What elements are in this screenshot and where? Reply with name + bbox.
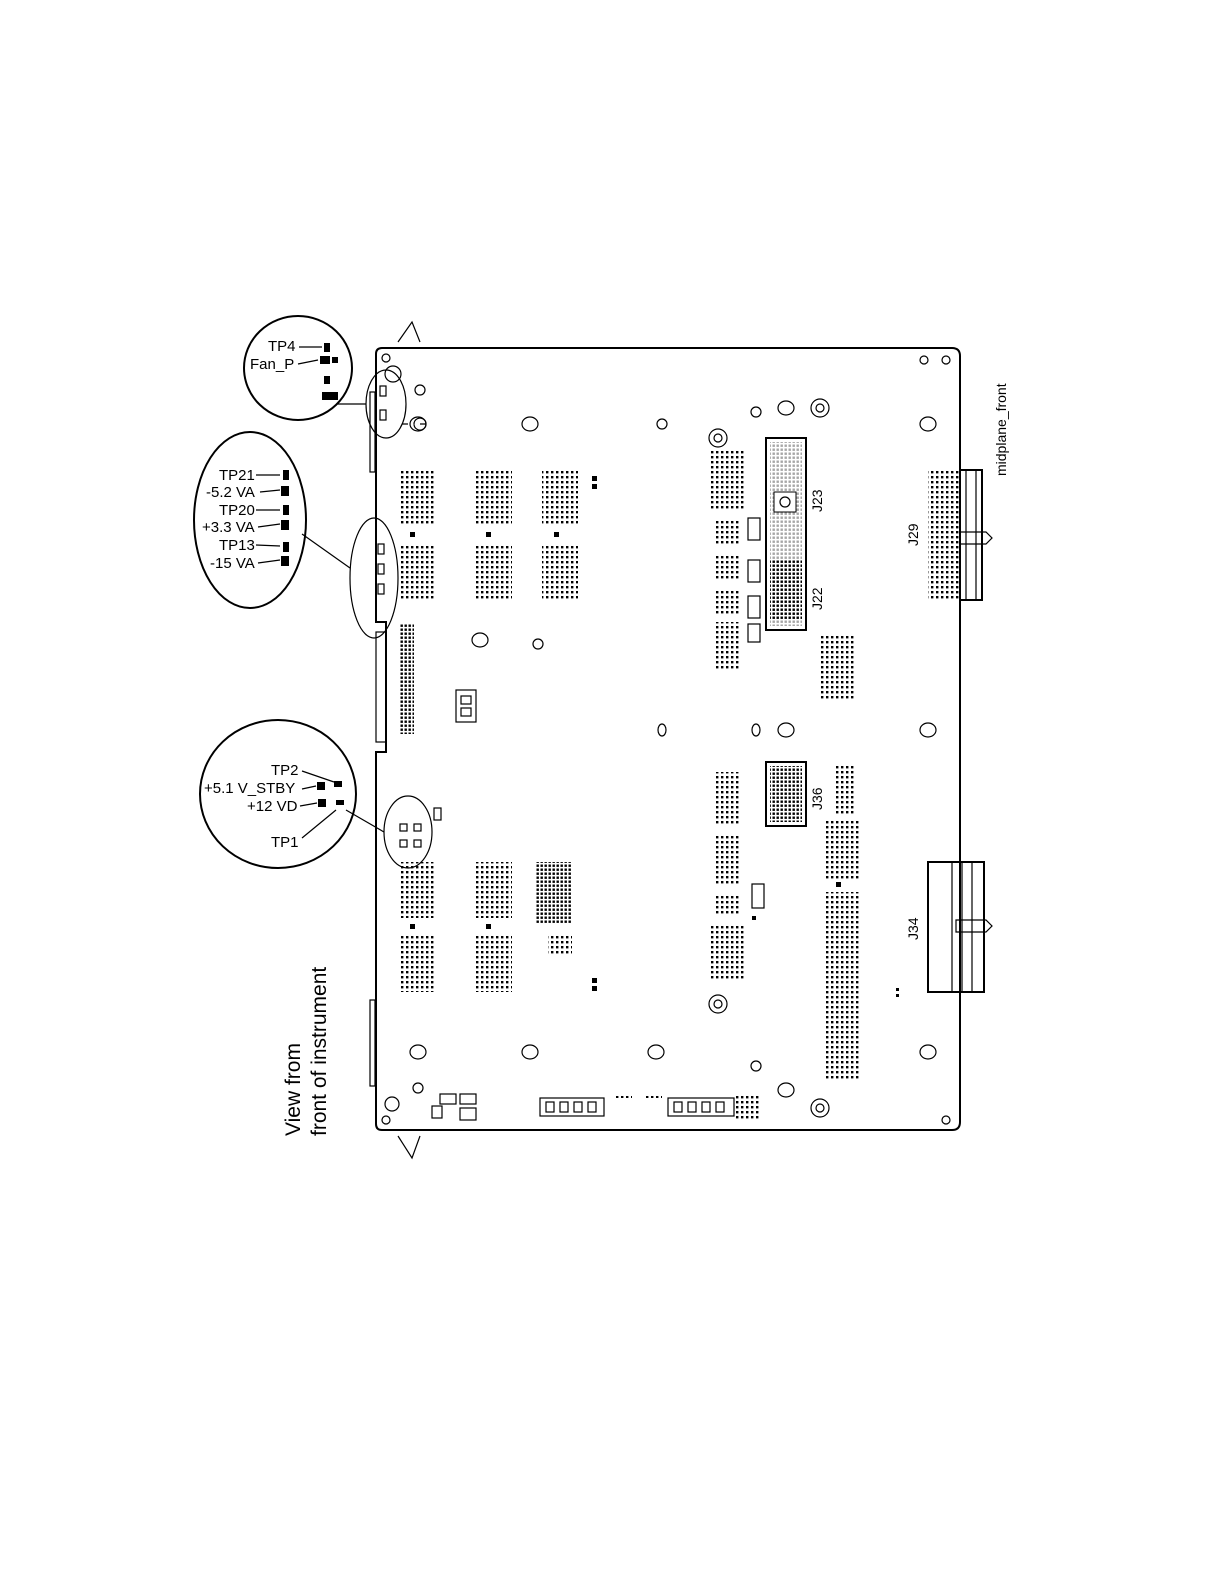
handle-top bbox=[398, 322, 420, 342]
connector-j36 bbox=[766, 762, 806, 826]
label-j23: J23 bbox=[809, 489, 825, 512]
callout-top: TP4 Fan_P bbox=[244, 316, 352, 420]
caption-line2: front of instrument bbox=[308, 967, 331, 1136]
connector-j29 bbox=[960, 470, 992, 600]
label-tp13: TP13 bbox=[219, 537, 255, 554]
label-fan-p: Fan_P bbox=[250, 356, 294, 373]
label-midplane-front: midplane_front bbox=[993, 383, 1009, 476]
board-outline bbox=[376, 348, 960, 1130]
zoom-area-top bbox=[366, 370, 406, 438]
zoom-area-bottom bbox=[384, 796, 432, 868]
label-tp21: TP21 bbox=[219, 467, 255, 484]
caption-line1: View from bbox=[282, 1043, 305, 1136]
edge-slot bbox=[376, 632, 386, 742]
label-tp4: TP4 bbox=[268, 338, 296, 355]
label-pos-5-1-v-stby: +5.1 V_STBY bbox=[204, 780, 295, 797]
zoom-area-parts bbox=[378, 386, 421, 847]
connector-j23-j22 bbox=[766, 438, 806, 630]
label-j29: J29 bbox=[905, 523, 921, 546]
label-tp20: TP20 bbox=[219, 502, 255, 519]
handle-bottom bbox=[398, 1136, 420, 1158]
label-neg-15-va: -15 VA bbox=[210, 555, 255, 572]
bottom-parts bbox=[432, 1094, 760, 1120]
label-j36: J36 bbox=[809, 787, 825, 810]
label-neg-5-2-va: -5.2 VA bbox=[206, 484, 255, 501]
label-j34: J34 bbox=[905, 917, 921, 940]
callout-bottom: TP2 +5.1 V_STBY +12 VD TP1 bbox=[200, 720, 356, 868]
zoom-area-middle bbox=[350, 518, 398, 638]
label-pos-3-3-va: +3.3 VA bbox=[202, 519, 255, 536]
callout-line-middle bbox=[302, 534, 350, 568]
component-arrays bbox=[400, 450, 960, 1080]
label-pos-12-vd: +12 VD bbox=[247, 798, 298, 815]
mounting-holes bbox=[382, 354, 950, 1124]
label-tp2: TP2 bbox=[271, 762, 299, 779]
label-tp1: TP1 bbox=[271, 834, 299, 851]
label-j22: J22 bbox=[809, 587, 825, 610]
edge-strip-bottom bbox=[370, 1000, 375, 1086]
callout-middle: TP21 -5.2 VA TP20 +3.3 VA TP13 -15 VA bbox=[194, 432, 306, 608]
